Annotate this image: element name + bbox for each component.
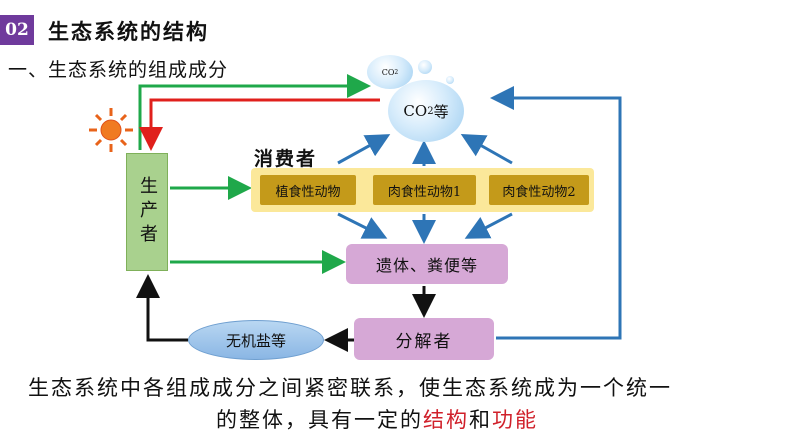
summary-line1: 生态系统中各组成成分之间紧密联系，使生态系统成为一个统一 xyxy=(28,376,672,400)
summary-line2: 的整体，具有一定的结构和功能 xyxy=(28,404,788,436)
summary-structure: 结构 xyxy=(423,408,469,432)
arrow-herbivore-to-co2 xyxy=(337,134,391,165)
carnivore1-box: 肉食性动物1 xyxy=(373,175,476,205)
summary-function: 功能 xyxy=(492,408,538,432)
small-bubble xyxy=(418,60,432,74)
co2-small-sub: 2 xyxy=(394,68,399,76)
co2-main-sub: 2 xyxy=(427,105,434,117)
page-title: 生态系统的结构 xyxy=(48,19,209,44)
remains-box: 遗体、粪便等 xyxy=(346,244,508,284)
producer-box: 生产者 xyxy=(126,153,168,271)
co2-small-text: CO xyxy=(381,67,395,77)
arrow-decomposer-to-co2 xyxy=(490,86,622,340)
arrow-herbivore-to-remains xyxy=(337,212,388,239)
arrow-co2-to-producer xyxy=(139,98,380,151)
co2-main-suffix: 等 xyxy=(433,102,449,121)
summary-text: 生态系统中各组成成分之间紧密联系，使生态系统成为一个统一 的整体，具有一定的结构… xyxy=(28,372,788,436)
co2-main-text: CO xyxy=(403,102,428,120)
herbivore-box: 植食性动物 xyxy=(260,175,356,205)
decomposer-box: 分解者 xyxy=(354,318,494,360)
consumer-label: 消费者 xyxy=(254,148,318,170)
inorganic-salts-ellipse: 无机盐等 xyxy=(188,320,324,360)
tiny-bubble xyxy=(446,76,454,84)
section-badge: 02 xyxy=(0,15,34,45)
arrow-producer-to-co2 xyxy=(138,74,371,150)
section-subtitle: 一、生态系统的组成成分 xyxy=(8,59,229,81)
arrow-carnivore2-to-remains xyxy=(464,212,513,239)
arrow-salts-to-producer xyxy=(136,274,188,342)
sun-icon xyxy=(89,108,133,152)
summary-line2-a: 的整体，具有一定的 xyxy=(216,408,423,432)
arrow-carnivore2-to-co2 xyxy=(460,134,513,165)
carnivore2-box: 肉食性动物2 xyxy=(489,175,589,205)
summary-line2-c: 和 xyxy=(469,408,492,432)
